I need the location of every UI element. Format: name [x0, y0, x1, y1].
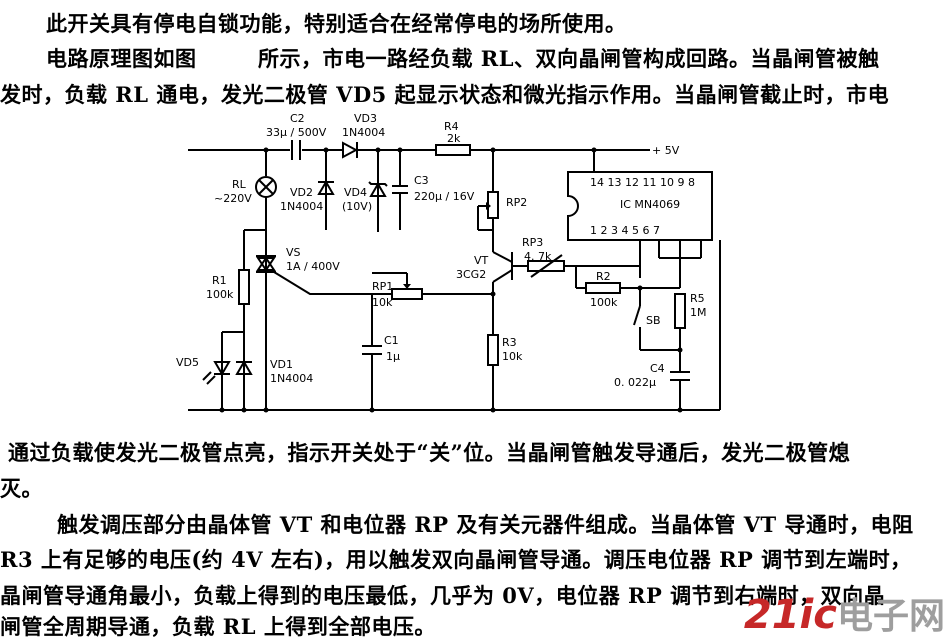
label-rl: RL — [232, 178, 247, 191]
paragraph-line-2-start: 电路原理图如图 — [46, 46, 197, 71]
paragraph-line-6: 触发调压部分由晶体管 VT 和电位器 RP 及有关元器件组成。当晶体管 VT 导… — [57, 512, 914, 537]
label-r5-value: 1M — [690, 306, 707, 319]
label-vt: VT — [474, 254, 489, 267]
label-c2-value: 33μ / 500V — [266, 126, 327, 139]
label-vd3: VD3 — [354, 112, 377, 125]
label-c3: C3 — [414, 174, 429, 187]
label-vs: VS — [286, 246, 301, 259]
watermark-brand: 21ic — [743, 592, 837, 638]
label-vd4: VD4 — [344, 186, 367, 199]
label-plus-5v: + 5V — [652, 144, 680, 157]
label-rp1: RP1 — [372, 280, 393, 293]
label-c4-value: 0. 022μ — [614, 376, 656, 389]
label-r4-value: 2k — [447, 132, 461, 145]
label-vd2-value: 1N4004 — [280, 200, 323, 213]
label-vd1-value: 1N4004 — [270, 372, 313, 385]
ic-bottom-pin-numbers: 1 2 3 4 5 6 7 — [590, 224, 660, 237]
watermark-logo: 21ic电子网 — [744, 587, 945, 639]
label-r5: R5 — [690, 292, 705, 305]
label-sb: SB — [646, 314, 661, 327]
label-vt-value: 3CG2 — [456, 268, 486, 281]
label-vd4-value: (10V) — [342, 200, 372, 213]
label-rp3: RP3 — [522, 236, 543, 249]
label-rl-value: ~220V — [214, 192, 252, 205]
label-r4: R4 — [444, 120, 459, 133]
label-vd1: VD1 — [270, 358, 293, 371]
label-r3: R3 — [502, 336, 517, 349]
label-vd2: VD2 — [290, 186, 313, 199]
label-r1-value: 100k — [206, 288, 234, 301]
paragraph-line-9: 闸管全周期导通，负载 RL 上得到全部电压。 — [0, 614, 436, 639]
ic-name: IC MN4069 — [620, 198, 680, 211]
label-vd3-value: 1N4004 — [342, 126, 385, 139]
label-r1: R1 — [212, 274, 227, 287]
label-c4: C4 — [650, 362, 665, 375]
paragraph-line-4: 通过负载使发光二极管点亮，指示开关处于“关”位。当晶闸管触发导通后，发光二极管熄 — [8, 440, 851, 465]
ic-top-pin-numbers: 14 13 12 11 10 9 8 — [590, 176, 695, 189]
label-r2-value: 100k — [590, 296, 618, 309]
label-vs-value: 1A / 400V — [286, 260, 340, 273]
label-c2: C2 — [290, 112, 305, 125]
label-r3-value: 10k — [502, 350, 523, 363]
label-rp2: RP2 — [506, 196, 527, 209]
paragraph-line-3: 发时，负载 RL 通电，发光二极管 VD5 起显示状态和微光指示作用。当晶闸管截… — [0, 82, 890, 107]
label-c3-value: 220μ / 16V — [414, 190, 475, 203]
label-rp3-value: 4. 7k — [524, 250, 552, 263]
label-c1-value: 1μ — [386, 350, 400, 363]
paragraph-line-2-end: 所示，市电一路经负载 RL、双向晶闸管构成回路。当晶闸管被触 — [258, 46, 880, 71]
label-c1: C1 — [384, 334, 399, 347]
label-rp1-value: 10k — [372, 296, 393, 309]
paragraph-line-5: 灭。 — [0, 476, 43, 501]
label-vd5: VD5 — [176, 356, 199, 369]
paragraph-line-7: R3 上有足够的电压(约 4V 左右)，用以触发双向晶闸管导通。调压电位器 RP… — [0, 547, 912, 572]
paragraph-line-8: 晶闸管导通角最小，负载上得到的电压最低，几乎为 0V，电位器 RP 调节到右端时… — [0, 583, 886, 608]
paragraph-line-1: 此开关具有停电自锁功能，特别适合在经常停电的场所使用。 — [46, 11, 627, 36]
label-r2: R2 — [596, 270, 611, 283]
watermark-text: 电子网 — [836, 596, 945, 637]
circuit-schematic: C2 33μ / 500V VD3 1N4004 R4 2k + 5V RL ~… — [176, 112, 721, 413]
